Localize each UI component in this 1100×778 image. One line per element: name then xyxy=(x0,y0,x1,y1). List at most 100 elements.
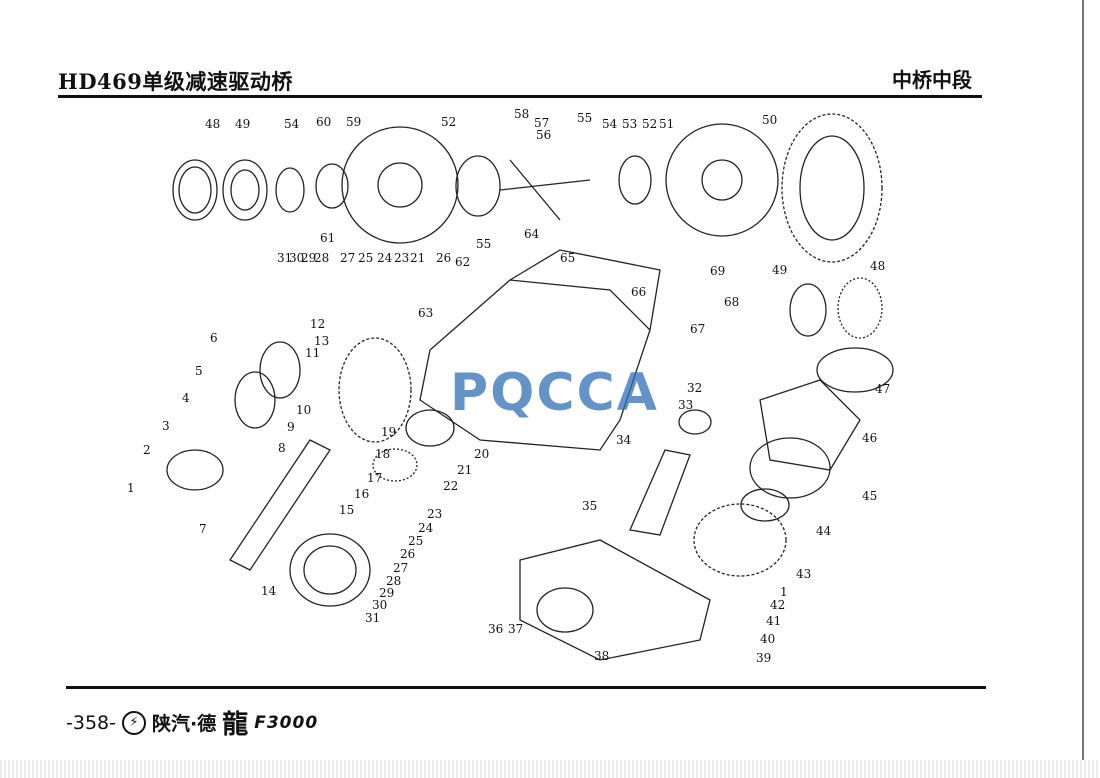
diff-case-half-59 xyxy=(341,126,459,244)
page-title: HD469单级减速驱动桥 xyxy=(58,69,293,94)
part-label: 47 xyxy=(875,382,890,396)
ring-gear-50 xyxy=(781,113,883,263)
part-label: 62 xyxy=(455,255,470,269)
part-label: 64 xyxy=(524,227,540,241)
part-label: 65 xyxy=(560,251,575,265)
part-label: 9 xyxy=(287,420,295,434)
model-name: F3000 xyxy=(254,712,319,733)
part-label: 27 xyxy=(340,251,355,265)
main-housing-20 xyxy=(419,279,651,451)
part-label: 21 xyxy=(410,251,425,265)
part-label: 30 xyxy=(289,251,304,265)
part-label: 57 xyxy=(534,116,549,130)
part-label: 33 xyxy=(678,398,693,412)
page-edge xyxy=(1082,0,1084,778)
part-label: 25 xyxy=(408,534,423,548)
part-label: 51 xyxy=(659,117,674,131)
part-label: 17 xyxy=(367,471,382,485)
part-label: 1 xyxy=(127,481,135,495)
brand-glyph: 龍 xyxy=(222,710,249,740)
part-label: 28 xyxy=(386,574,401,588)
side-gear-52 xyxy=(455,155,501,217)
section-title: 中桥中段 xyxy=(892,68,972,92)
part-label: 26 xyxy=(400,547,415,561)
part-label: 40 xyxy=(760,632,775,646)
header-rule xyxy=(58,95,982,98)
part-label: 48 xyxy=(870,259,885,273)
part-label: 68 xyxy=(724,295,739,309)
brand-name: 陕汽·德 xyxy=(151,713,217,735)
part-label: 61 xyxy=(320,231,335,245)
diff-case-half-51 xyxy=(665,123,779,237)
part-label: 54 xyxy=(284,117,300,131)
side-gear-52b xyxy=(618,155,652,205)
part-label: 49 xyxy=(235,117,250,131)
footer-rule xyxy=(66,686,986,689)
side-gear-60 xyxy=(315,163,349,209)
part-label: 45 xyxy=(862,489,877,503)
part-label: 37 xyxy=(508,622,523,636)
part-label: 56 xyxy=(536,128,551,142)
part-label: 28 xyxy=(314,251,329,265)
part-label: 15 xyxy=(339,503,354,517)
part-label: 27 xyxy=(393,561,408,575)
part-label: 53 xyxy=(622,117,637,131)
part-label: 21 xyxy=(457,463,472,477)
part-label: 29 xyxy=(379,586,394,600)
part-label: 39 xyxy=(756,651,771,665)
thrust-washer-54 xyxy=(275,167,305,213)
page-number: -358- xyxy=(66,711,116,734)
part-label: 12 xyxy=(310,317,325,331)
part-label: 41 xyxy=(766,614,781,628)
part-label: 58 xyxy=(514,107,529,121)
part-label: 25 xyxy=(358,251,373,265)
part-label: 42 xyxy=(770,598,785,612)
part-label: 55 xyxy=(577,111,592,125)
part-label: 18 xyxy=(375,447,390,461)
part-label: 16 xyxy=(354,487,369,501)
part-label: 63 xyxy=(418,306,433,320)
part-label: 32 xyxy=(687,381,702,395)
part-label: 36 xyxy=(488,622,503,636)
part-label: 8 xyxy=(278,441,286,455)
gasket-46 xyxy=(759,379,861,471)
part-label: 60 xyxy=(316,115,331,129)
part-label: 2 xyxy=(143,443,151,457)
part-label: 44 xyxy=(816,524,832,538)
part-label: 22 xyxy=(443,479,458,493)
part-label: 59 xyxy=(346,115,361,129)
part-label: 4 xyxy=(182,391,190,405)
part-label: 54 xyxy=(602,117,618,131)
part-label: 31 xyxy=(365,611,380,625)
part-label: 38 xyxy=(594,649,609,663)
shaanxi-logo-icon: ⚡ xyxy=(121,710,146,735)
watermark: PQCCA xyxy=(450,363,659,423)
part-label: 10 xyxy=(296,403,311,417)
part-label: 7 xyxy=(199,522,207,536)
part-label: 50 xyxy=(762,113,777,127)
part-label: 29 xyxy=(301,251,316,265)
part-label: 13 xyxy=(314,334,329,348)
part-label: 24 xyxy=(418,521,434,535)
part-label: 6 xyxy=(210,331,218,345)
part-label: 55 xyxy=(476,237,491,251)
bearing-cup-48 xyxy=(172,159,218,221)
bearing-cone-49 xyxy=(222,159,268,221)
scan-artifact xyxy=(0,760,1100,778)
part-label: 30 xyxy=(372,598,387,612)
part-label: 52 xyxy=(642,117,657,131)
part-label: 66 xyxy=(631,285,646,299)
part-label: 23 xyxy=(394,251,409,265)
part-label: 14 xyxy=(261,584,277,598)
part-label: 24 xyxy=(377,251,393,265)
part-label: 5 xyxy=(195,364,203,378)
part-label: 49 xyxy=(772,263,787,277)
part-label: 1 xyxy=(780,585,788,599)
part-label: 43 xyxy=(796,567,811,581)
part-label: 48 xyxy=(205,117,220,131)
footer: -358- ⚡ 陕汽·德 龍 F3000 xyxy=(66,704,318,741)
part-label: 11 xyxy=(305,346,320,360)
part-label: 19 xyxy=(381,425,396,439)
part-label: 26 xyxy=(436,251,451,265)
